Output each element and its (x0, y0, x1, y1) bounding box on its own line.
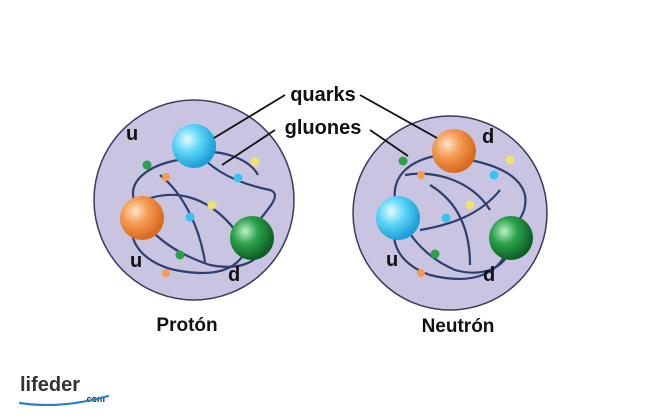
small-gluon-dot (489, 170, 499, 180)
small-gluon-dot (233, 173, 243, 183)
neutron-quark-label: d (482, 126, 494, 148)
proton-group: u u d Protón (93, 99, 295, 336)
small-gluon-dot (441, 213, 451, 223)
small-gluon-dot (505, 155, 515, 165)
small-gluon-dot (142, 160, 152, 170)
proton-quark-u-blue (172, 124, 216, 168)
proton-caption: Protón (156, 315, 217, 336)
gluones-label: gluones (285, 117, 362, 139)
leader-line-quarks-neutron (359, 94, 438, 139)
small-gluon-dot (185, 212, 195, 222)
leader-line-gluones-neutron (369, 129, 409, 157)
neutron-quark-label: u (386, 249, 398, 271)
quarks-label: quarks (290, 84, 356, 106)
small-gluon-dot (417, 171, 425, 179)
neutron-quark-u-blue (376, 196, 420, 240)
small-gluon-dot (465, 200, 475, 210)
proton-quark-label: d (228, 264, 240, 286)
small-gluon-dot (417, 269, 425, 277)
small-gluon-dot (250, 157, 260, 167)
proton-quark-label: u (130, 250, 142, 272)
proton-quark-label: u (126, 123, 138, 145)
small-gluon-dot (162, 269, 170, 277)
proton-small-particles (142, 157, 260, 277)
logo-name: lifeder (20, 374, 81, 396)
neutron-caption: Neutrón (422, 316, 495, 337)
small-gluon-dot (162, 173, 170, 181)
neutron-quark-d-orange (432, 129, 476, 173)
neutron-quark-label: d (483, 264, 495, 286)
neutron-quark-d-green (489, 216, 533, 260)
small-gluon-dot (398, 156, 408, 166)
proton-quark-u-orange (120, 196, 164, 240)
small-gluon-dot (430, 249, 440, 259)
leader-lines (213, 94, 438, 166)
neutron-small-particles (398, 155, 515, 277)
neutron-group: d u d Neutrón (352, 115, 548, 337)
lifeder-logo: lifeder .com (16, 372, 126, 412)
leader-line-quarks-proton (213, 94, 286, 139)
logo-swoosh-icon (18, 394, 110, 406)
proton-quark-d-green (230, 216, 274, 260)
leader-line-gluones-proton (221, 129, 276, 166)
small-gluon-dot (175, 250, 185, 260)
small-gluon-dot (207, 200, 217, 210)
